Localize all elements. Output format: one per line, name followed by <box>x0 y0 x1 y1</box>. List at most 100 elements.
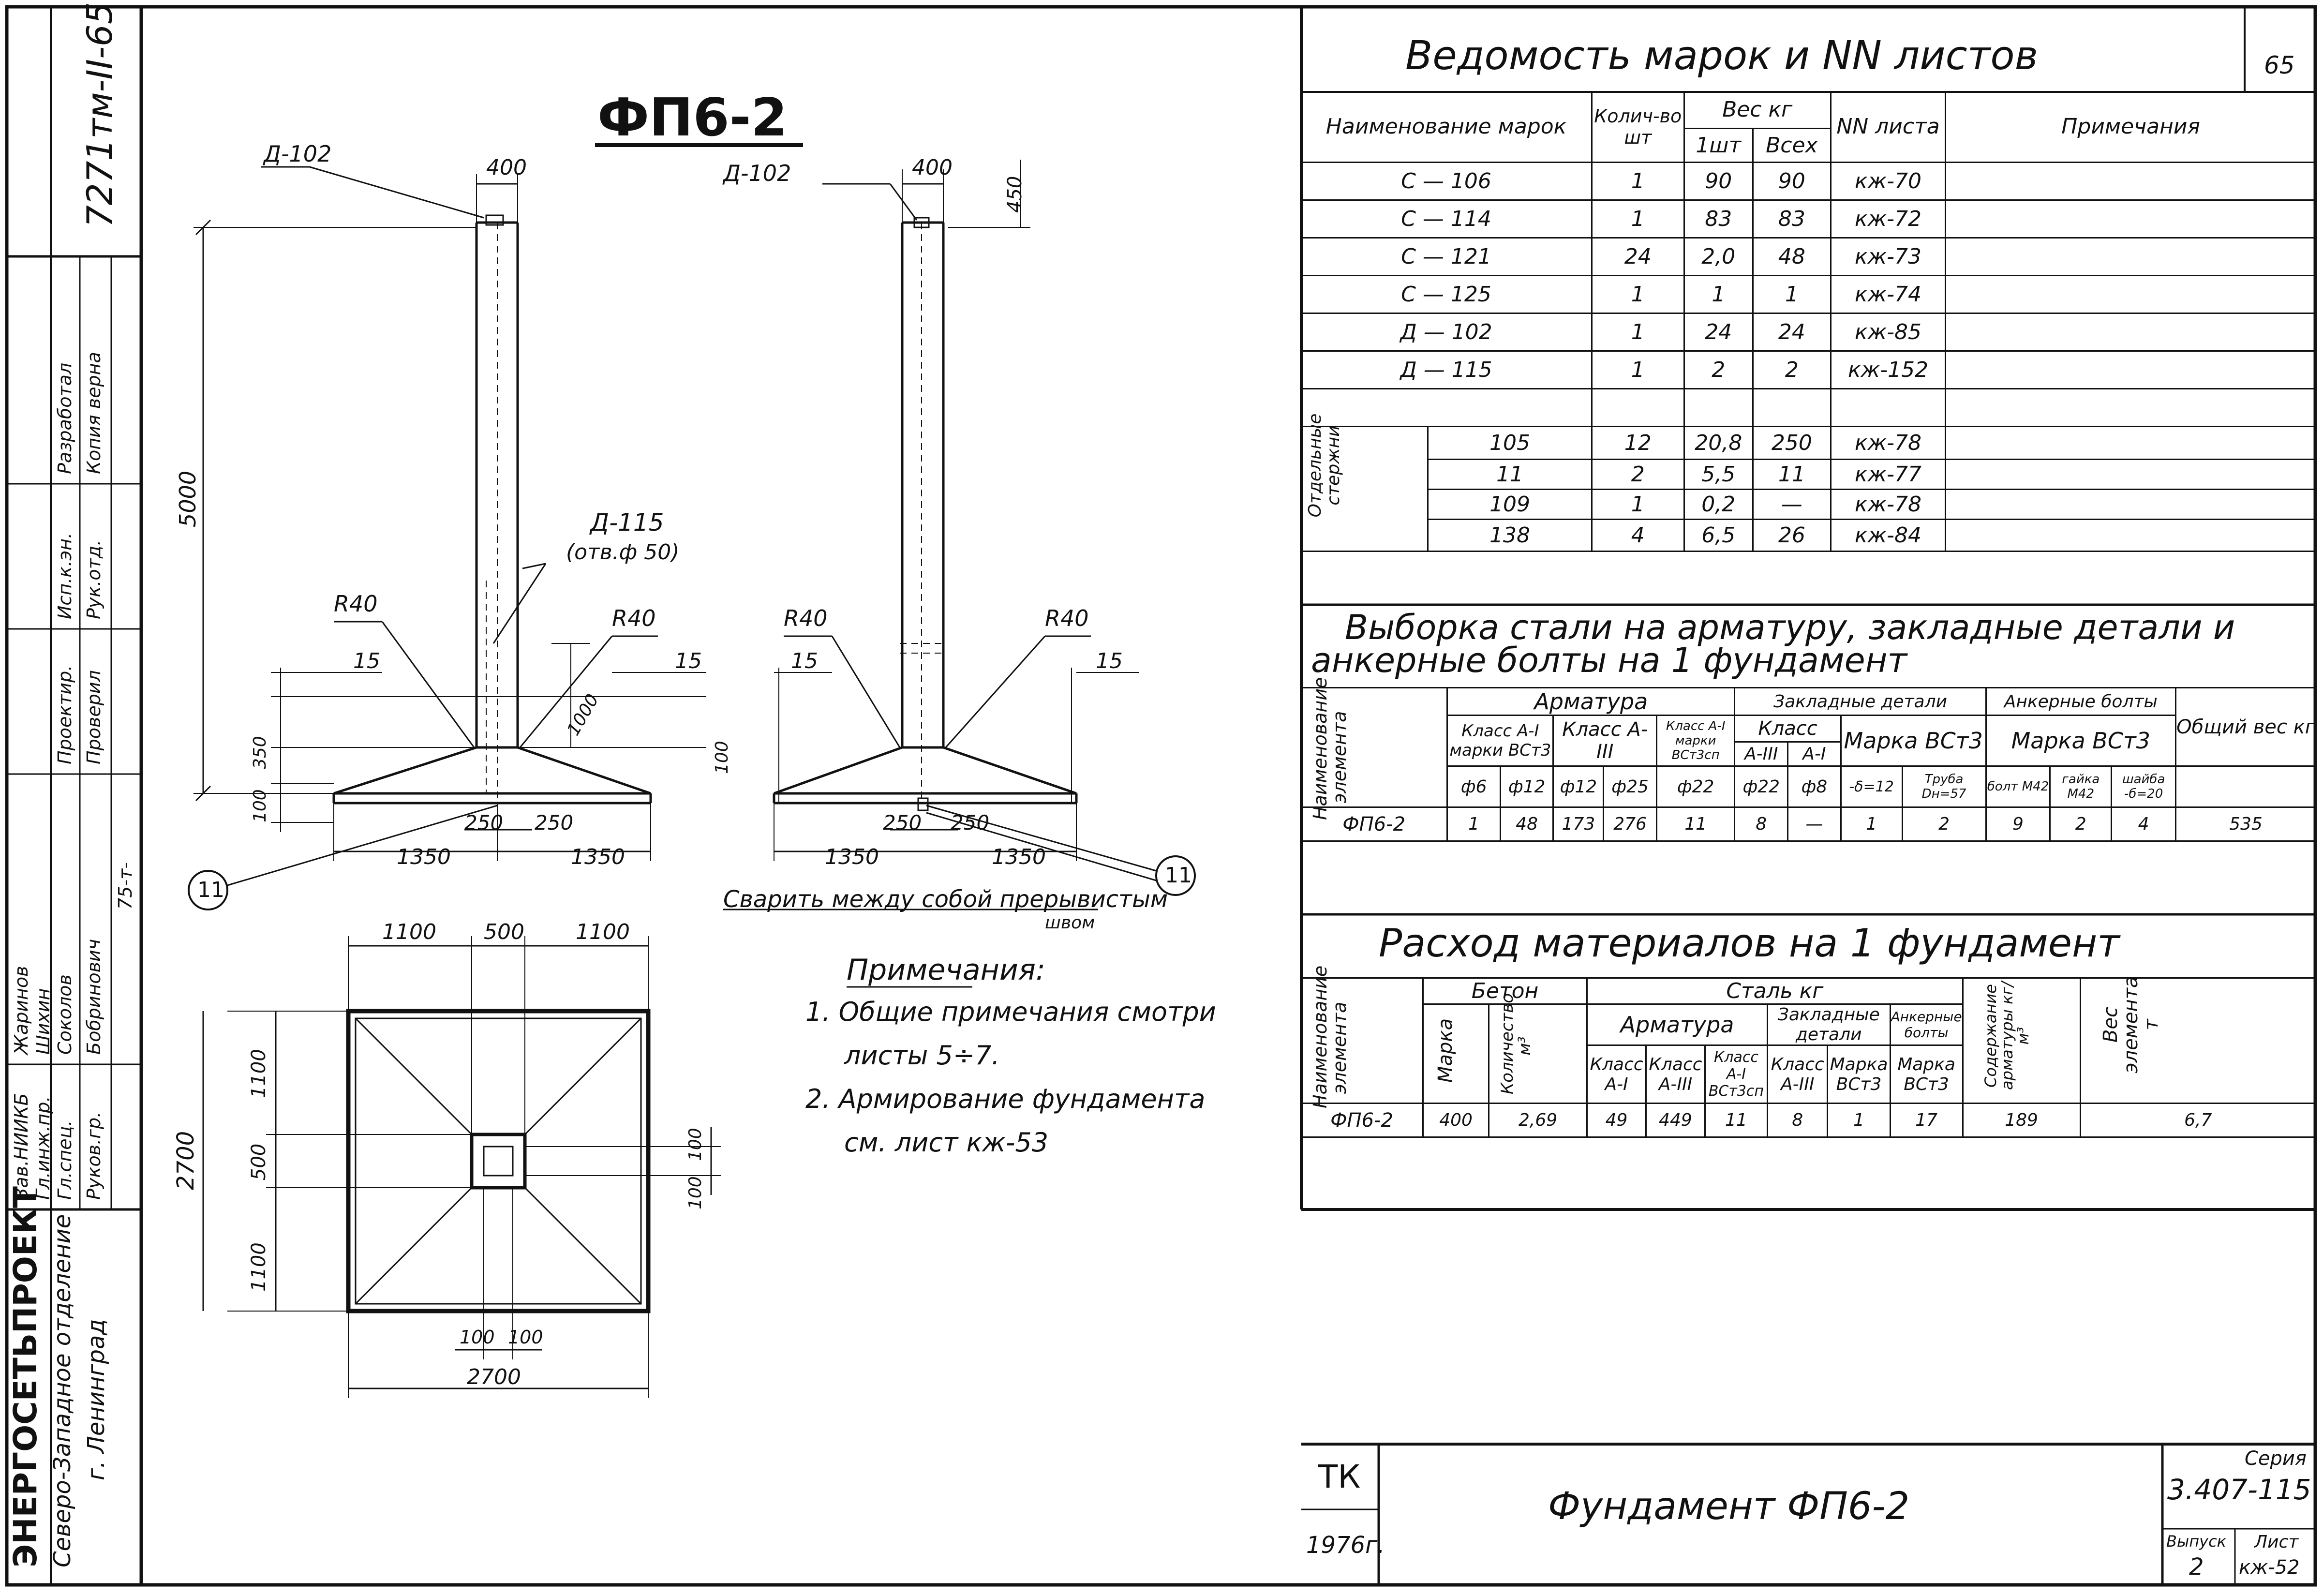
vyb-h-klass: Класс <box>1734 715 1842 743</box>
plan-dim-1100: 1100 <box>248 1049 270 1098</box>
cell: 20,8 <box>1683 425 1754 460</box>
ras-kol-head: Количество м³ <box>1488 993 1588 1104</box>
sheet-label: Лист <box>2254 1532 2299 1552</box>
dim-1350: 1350 <box>825 845 879 869</box>
ras-kol-label: Количество м³ <box>1498 993 1534 1095</box>
ras-h-ank: Анкерные болты <box>1889 1003 1964 1046</box>
cell: 1 <box>1446 806 1501 842</box>
table-row: Отдельные стержни 105 12 20,8 250 кж-78 <box>1301 414 2315 552</box>
ras-h-am: Марка ВСт3 <box>1889 1044 1964 1104</box>
dim-5000: 5000 <box>175 470 201 527</box>
cell: 17 <box>1889 1103 1964 1138</box>
cell: -δ=12 <box>1840 765 1903 808</box>
ras-ves-label: Вес элемента т <box>2099 976 2162 1074</box>
cell: 49 <box>1586 1103 1647 1138</box>
cell <box>1945 388 2315 427</box>
cell: 90 <box>1752 161 1832 201</box>
ras-sod-head: Содержание арматуры кг/м³ <box>1962 977 2081 1104</box>
issue-label: Выпуск <box>2166 1532 2226 1551</box>
table-row: Д — 102 1 24 24 кж-85 <box>1301 312 2315 352</box>
cell: шайба -б=20 <box>2111 765 2176 808</box>
vyb-h-zakl: Закладные детали <box>1734 687 1987 716</box>
issue-value: 2 <box>2189 1553 2204 1581</box>
stamp-role: Руков.гр. <box>83 1111 104 1200</box>
vh-weight: Вес кг <box>1683 92 1832 129</box>
vyb-h-ank: Анкерные болты <box>1985 687 2176 716</box>
cell: ФП6-2 <box>1301 806 1448 842</box>
plan-dim-1100: 1100 <box>576 920 630 944</box>
dim-1350: 1350 <box>571 845 625 869</box>
cell: 189 <box>1962 1103 2081 1138</box>
cell: 1 <box>1827 1103 1891 1138</box>
weld-note: Сварить между собой прерывистым <box>723 886 1168 913</box>
cell: ф12 <box>1499 765 1554 808</box>
cell: С — 114 <box>1301 199 1593 239</box>
cell <box>1830 388 1947 427</box>
cell <box>2174 765 2315 808</box>
plan-dim-1100: 1100 <box>248 1242 270 1292</box>
cell: 2 <box>1752 350 1832 389</box>
tk-label: ТК <box>1318 1458 1361 1495</box>
dim-1350: 1350 <box>992 845 1046 869</box>
cell: С — 106 <box>1301 161 1593 201</box>
table-row: 138 4 6,5 26 кж-84 <box>1301 518 2315 552</box>
ras-name-head: Наименование элемента <box>1301 966 1424 1108</box>
table-row: ф6 ф12 ф12 ф25 ф22 ф22 ф8 -δ=12 Труба Dн… <box>1301 765 2315 808</box>
stamp-cell: Разработал <box>54 362 75 474</box>
label-r40: R40 <box>784 605 828 631</box>
label-d102-left: Д-102 <box>264 141 332 167</box>
cell: 11 <box>1655 806 1736 842</box>
group-label-cell: Отдельные стержни <box>1301 414 1429 552</box>
vh-w1: 1шт <box>1683 127 1754 163</box>
cell: — <box>1752 488 1832 520</box>
cell: 105 <box>1427 425 1593 460</box>
drawing-code: 7271тм-II-65 <box>79 2 120 227</box>
dim-250: 250 <box>951 811 990 835</box>
vyb-h-marka2: Марка ВСт3 <box>1985 715 2176 767</box>
org-branch: Северо-Западное отделение <box>49 1214 76 1567</box>
dim-400-r: 400 <box>912 155 953 180</box>
cell <box>1301 388 1593 427</box>
cell: 109 <box>1427 488 1593 520</box>
cell: 173 <box>1552 806 1605 842</box>
stamp-name: Соколов <box>54 974 75 1055</box>
cell: кж-77 <box>1830 458 1947 490</box>
cell: 1 <box>1591 274 1685 314</box>
stamp-name: Бобринович <box>83 939 104 1055</box>
vyb-h-total: Общий вес кг <box>2174 687 2315 767</box>
cell: 1 <box>1683 274 1754 314</box>
cell: 1 <box>1752 274 1832 314</box>
table-row: ФП6-2 400 2,69 49 449 11 8 1 17 189 6,7 <box>1301 1103 2315 1138</box>
dim-250: 250 <box>464 811 504 835</box>
plan-dim-100: 100 <box>685 1128 705 1161</box>
cell: 12 <box>1591 425 1685 460</box>
table-row: 11 2 5,5 11 кж-77 <box>1301 458 2315 490</box>
vyb-h-marka: Марка ВСт3 <box>1840 715 1987 767</box>
vyb-h-arm: Арматура <box>1446 687 1736 716</box>
cell: Труба Dн=57 <box>1901 765 1987 808</box>
ras-h-zakl: Закладные детали <box>1766 1003 1891 1046</box>
cell: 11 <box>1427 458 1593 490</box>
cell: 48 <box>1499 806 1554 842</box>
cell: кж-84 <box>1830 518 1947 552</box>
table-row: ФП6-2 1 48 173 276 11 8 — 1 2 9 2 4 535 <box>1301 806 2315 842</box>
vyb-name-label: Наименование элемента <box>1310 677 1350 820</box>
note-line: см. лист кж-53 <box>844 1127 1049 1158</box>
cell: 0,2 <box>1683 488 1754 520</box>
cell: — <box>1787 806 1842 842</box>
vh-sheet: NN листа <box>1830 92 1947 163</box>
cell: 2 <box>1683 350 1754 389</box>
dim-250: 250 <box>883 811 922 835</box>
cell: кж-70 <box>1830 161 1947 201</box>
cell: 2,69 <box>1488 1103 1588 1138</box>
cell: 8 <box>1766 1103 1829 1138</box>
cell: 138 <box>1427 518 1593 552</box>
cell <box>1945 458 2315 490</box>
label-r40: R40 <box>612 605 656 631</box>
dim-100: 100 <box>712 741 732 774</box>
dim-15: 15 <box>791 649 818 673</box>
note-line: 1. Общие примечания смотри <box>805 997 1216 1027</box>
cell: 1 <box>1591 199 1685 239</box>
stamp-cell: Проектир. <box>54 665 75 764</box>
vh-name: Наименование марок <box>1301 92 1593 163</box>
